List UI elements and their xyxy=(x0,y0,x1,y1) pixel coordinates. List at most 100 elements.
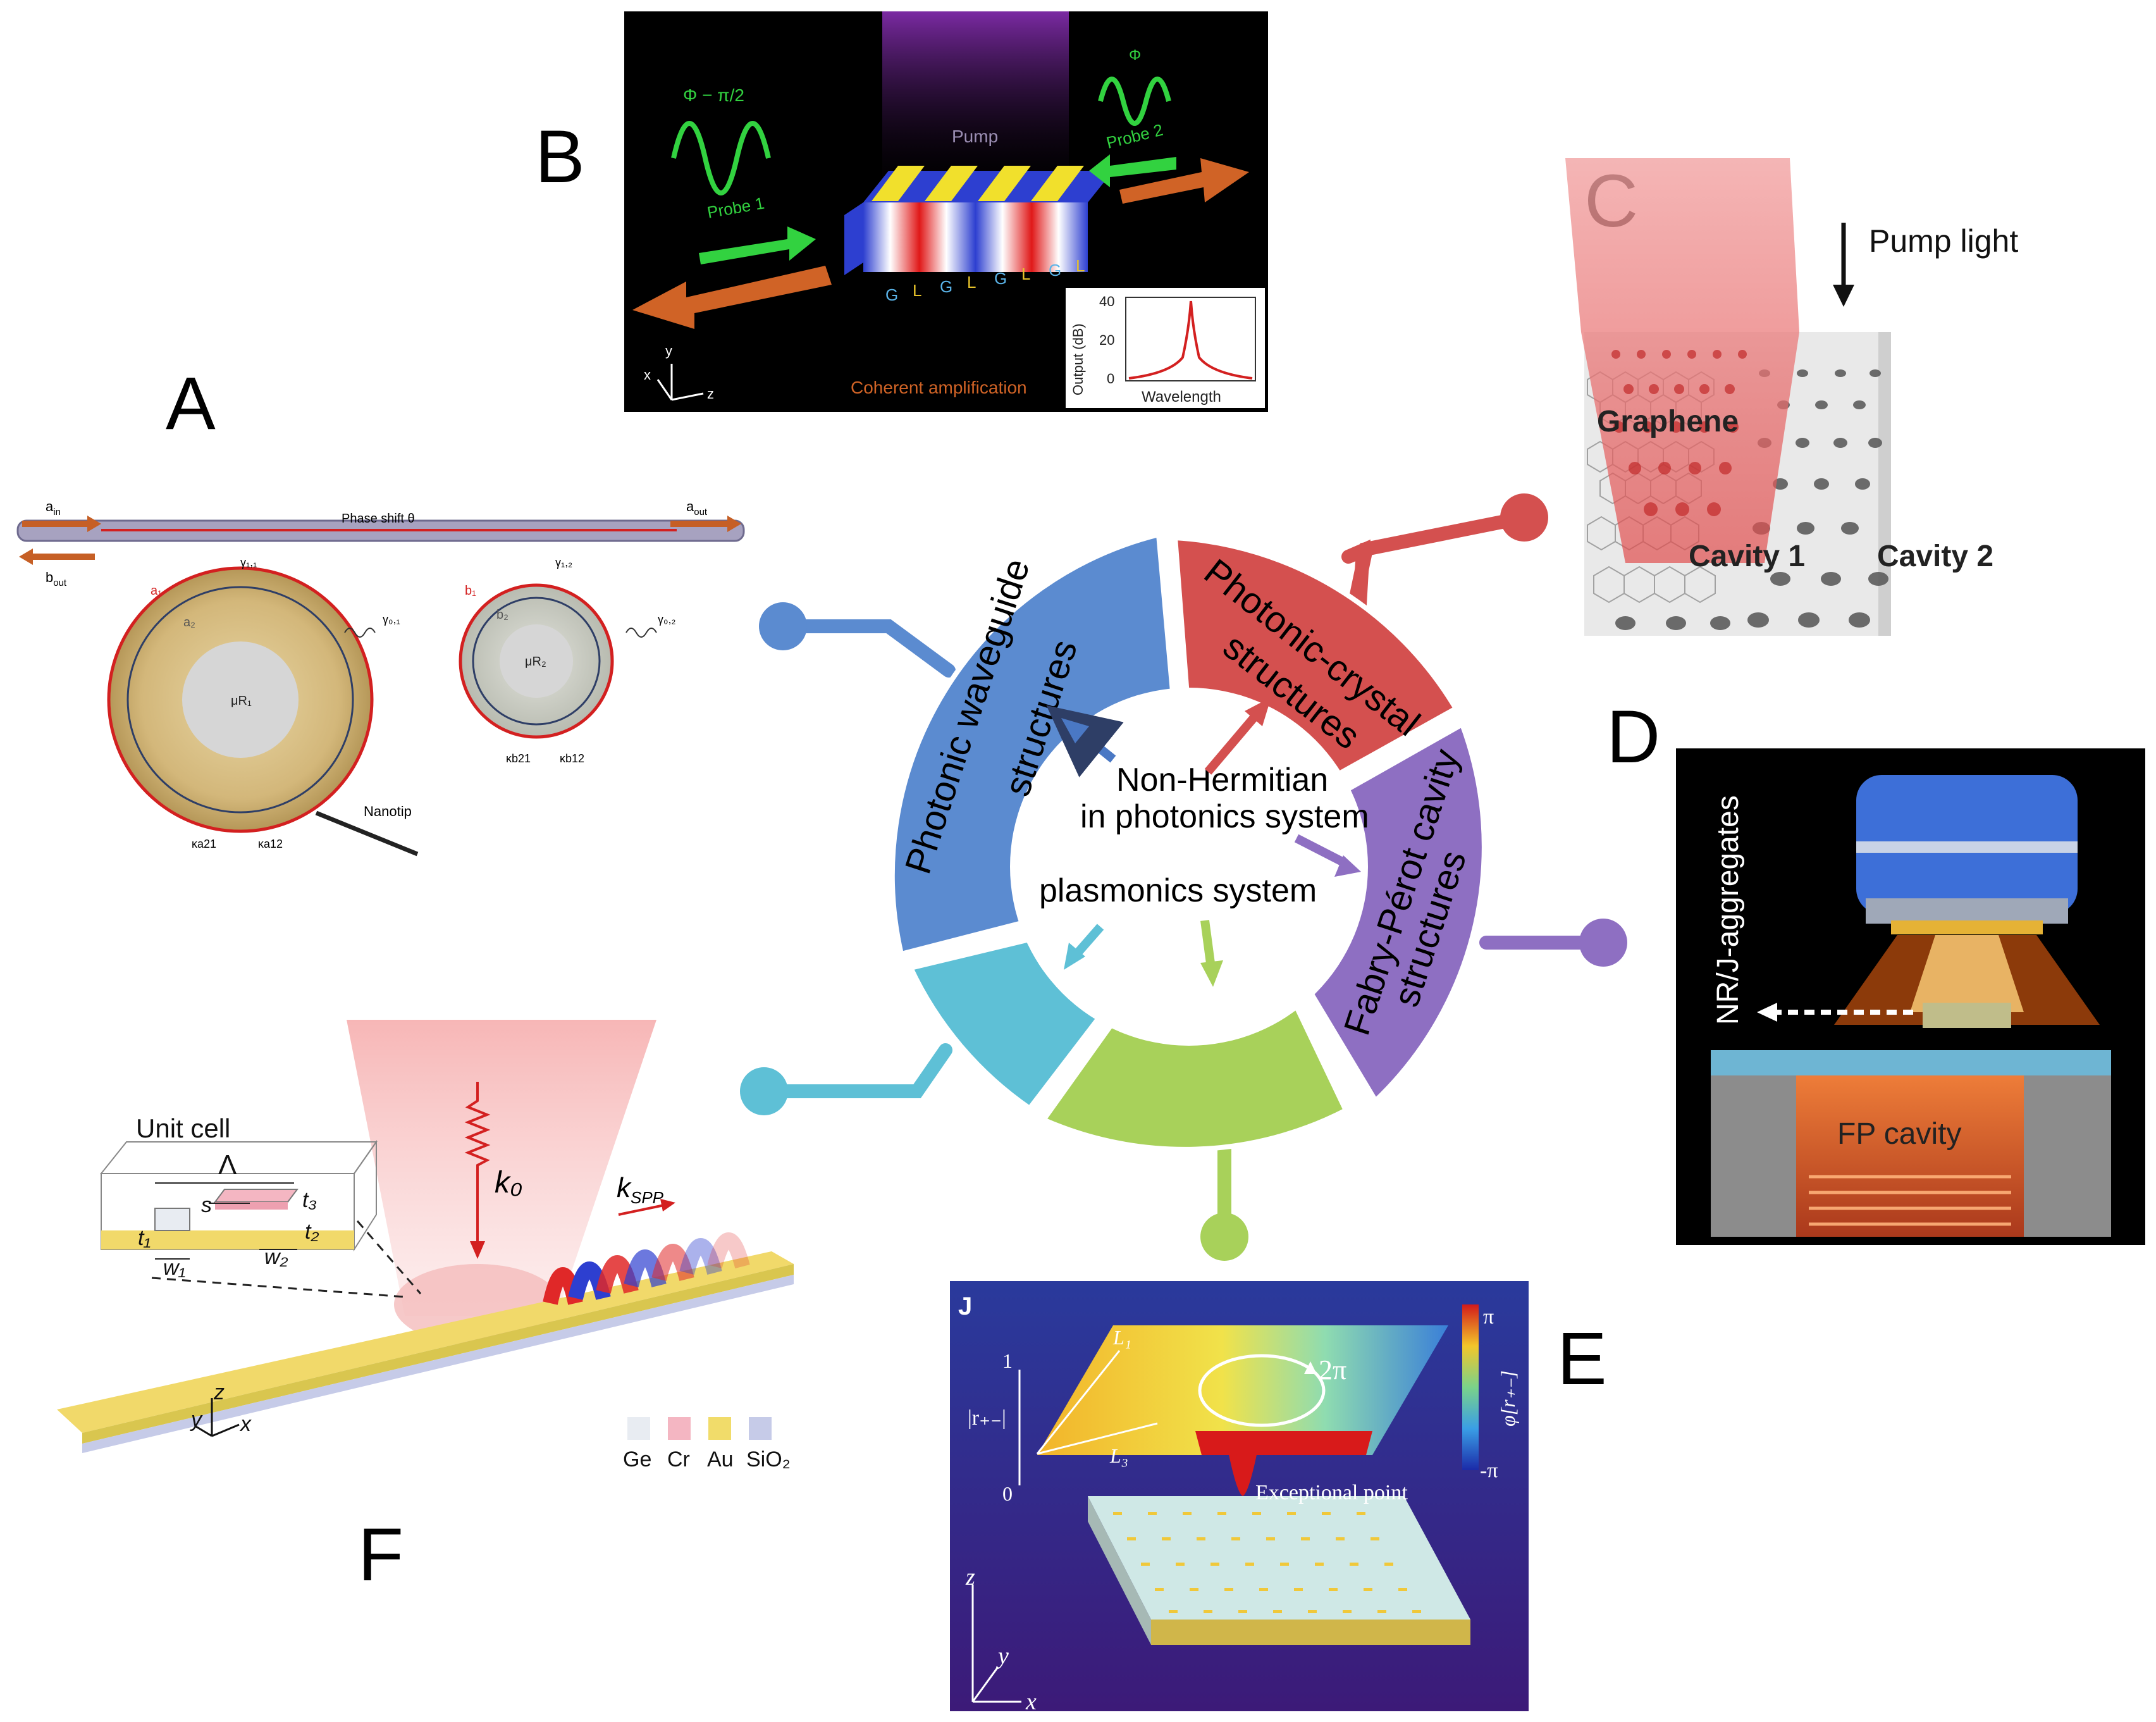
b2-label: b₂ xyxy=(496,608,508,622)
connector-dot-green xyxy=(1200,1213,1248,1261)
pump-beam-c xyxy=(1565,158,1799,563)
resonator-2-inner-track xyxy=(472,597,601,726)
hub-arrow-fp xyxy=(1294,834,1348,868)
resonator-1-inner-track xyxy=(126,586,354,814)
gl-label-0: G xyxy=(885,285,898,304)
k0-wave xyxy=(464,1082,491,1241)
panel-letter-f: F xyxy=(358,1513,403,1597)
hub-arrowhead-fp xyxy=(1334,855,1361,877)
panel-letter-e: E xyxy=(1557,1317,1607,1401)
e-axis-y-label: y xyxy=(995,1643,1009,1669)
eigen-surface xyxy=(1037,1325,1448,1455)
b-axis-z-label: z xyxy=(707,386,714,402)
cavity1-label: Cavity 1 xyxy=(1689,540,1805,573)
cavity2-label: Cavity 2 xyxy=(1877,540,1993,573)
hub-center-line-3: plasmonics system xyxy=(1039,872,1317,909)
probe1-wave xyxy=(671,121,771,195)
a1-label: a₁ xyxy=(151,584,162,598)
unit-cell: Unit cell Λ s t₁ t₂ t₃ w₁ w₂ xyxy=(99,1113,378,1280)
connector-crystal-line xyxy=(1350,511,1531,602)
inset-plot-frame xyxy=(1125,297,1256,381)
hub-arrowhead-green xyxy=(1200,960,1223,987)
kb21-label: κb21 xyxy=(506,752,531,765)
connector-waveguide xyxy=(776,619,956,678)
hub-arrowhead-lightblue xyxy=(1064,943,1085,970)
objective-lens xyxy=(1891,920,2043,934)
legend-swatch-sio2 xyxy=(749,1417,772,1440)
legend-label-ge: Ge xyxy=(623,1447,651,1471)
a-in-arrowhead xyxy=(87,516,101,532)
e-L1-label: L₁ xyxy=(1112,1326,1131,1349)
plasmonic-strip-substrate xyxy=(82,1275,794,1453)
objective-ring-2 xyxy=(1866,898,2068,924)
a-in-label: ain xyxy=(46,499,61,517)
unit-cell-ge-block xyxy=(154,1208,190,1231)
legend-swatch-ge xyxy=(627,1417,650,1440)
pump-cone-f xyxy=(347,1020,656,1316)
unit-cell-label: Unit cell xyxy=(136,1113,230,1143)
connector-dot-crystal xyxy=(1500,493,1548,542)
e-axis-y xyxy=(971,1666,999,1702)
b-axis-x xyxy=(656,379,673,400)
e-axis-z-label: z xyxy=(965,1564,975,1590)
panel-f: k₀ kSPP Unit cell Λ s t₁ t₂ t₃ w₁ w₂ xyxy=(57,1020,794,1471)
metasurface-front xyxy=(1151,1620,1470,1645)
e-L3-label: L₃ xyxy=(1109,1444,1128,1467)
e-exceptional-label: Exceptional point xyxy=(1255,1481,1408,1504)
probe2-phase-label: Φ xyxy=(1129,47,1141,64)
f-axis-z-label: z xyxy=(213,1380,225,1404)
fp-cavity-label: FP cavity xyxy=(1837,1117,1962,1151)
unit-cell-cr-block xyxy=(214,1189,299,1203)
connector-dot-lightblue xyxy=(740,1067,788,1115)
kb12-label: κb12 xyxy=(560,752,584,765)
e-one-label: 1 xyxy=(1002,1349,1013,1372)
e-L3-arrow xyxy=(1037,1422,1158,1455)
hub-arrowhead-waveguide xyxy=(1061,718,1089,743)
t2-label: t₂ xyxy=(305,1220,319,1244)
gl-label-6: G xyxy=(1049,261,1061,280)
legend-swatch-au xyxy=(708,1417,731,1440)
kspp-label: kSPP xyxy=(617,1172,664,1207)
gl-label-3: L xyxy=(967,273,976,292)
e-axis-x-label: x xyxy=(1025,1688,1037,1715)
probe2-wave xyxy=(1098,77,1171,126)
f-axis-y xyxy=(195,1425,213,1437)
panel-letter-d: D xyxy=(1606,695,1660,779)
f-axis-y-label: y xyxy=(190,1408,203,1432)
hub-center-line-2: in photonics system xyxy=(1080,798,1369,835)
inset-ylabel: Output (dB) xyxy=(1070,323,1086,395)
slab-front-stripes xyxy=(863,202,1088,272)
nr-arrowhead xyxy=(1757,1003,1777,1022)
ka12-label: κa12 xyxy=(258,838,283,850)
legend-label-cr: Cr xyxy=(667,1447,690,1471)
pump-light-label: Pump light xyxy=(1869,223,2018,259)
fp-glow xyxy=(1796,1075,2024,1237)
panel-b: Pump G L G L G L G L Φ − π/2 Probe 1 Φ P… xyxy=(624,11,1268,412)
probe1-phase-label: Φ − π/2 xyxy=(683,85,744,105)
gl-label-5: L xyxy=(1021,264,1030,283)
legend-swatch-cr xyxy=(668,1417,691,1440)
pump-label: Pump xyxy=(952,127,998,146)
gl-label-7: L xyxy=(1076,256,1085,275)
panel-e: J 1 0 |r₊₋| L₁ L₃ 2π Exceptional point π… xyxy=(950,1281,1529,1715)
k0-label: k₀ xyxy=(495,1166,522,1199)
s-label: s xyxy=(201,1193,212,1217)
hub-ring: Photonic waveguide structures Photonic-c… xyxy=(889,531,1487,1152)
unit-cell-box-side xyxy=(354,1139,377,1252)
g01-wavy xyxy=(344,628,376,638)
resonator-2-core xyxy=(500,624,573,698)
hub-center xyxy=(1010,688,1368,1046)
kspp-arrowhead xyxy=(660,1199,675,1211)
b-out-label: bout xyxy=(46,569,67,588)
connector-lightblue xyxy=(757,1043,952,1098)
a2-label: a₂ xyxy=(183,616,195,629)
fp-fringes xyxy=(1809,1175,2011,1226)
zoom-dash-2 xyxy=(356,1220,422,1294)
gl-label-4: G xyxy=(994,269,1007,288)
k0-arrowhead xyxy=(470,1241,485,1259)
nr-label: NR/J-aggregates xyxy=(1711,795,1745,1025)
panel-letter-a: A xyxy=(166,362,216,445)
coherent-amplification-label: Coherent amplification xyxy=(851,378,1027,397)
muR2-label: μR₂ xyxy=(525,655,546,669)
material-legend: Ge Cr Au SiO₂ xyxy=(623,1417,791,1471)
